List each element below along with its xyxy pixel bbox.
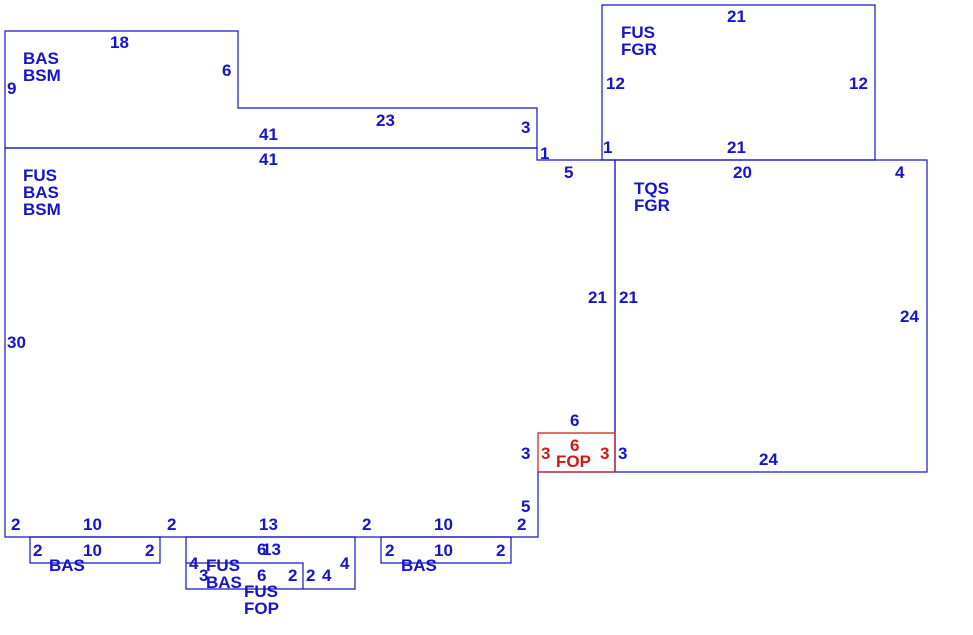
area-code: BAS [49,556,85,575]
fop-porch-outline [537,432,616,473]
dimension-label: 3 [521,118,530,137]
bottom-bump-outline [185,536,356,590]
dimension-label: 12 [849,74,868,93]
dimension-label: 4 [340,554,350,573]
area-code: FUS [206,556,240,575]
dimension-label: 2 [11,515,20,534]
dimension-label: 6 [257,540,266,559]
dimension-label: 12 [606,74,625,93]
tqs-fgr-outline [614,159,928,473]
dimension-label: 18 [110,33,129,52]
dimension-label: 1 [540,144,549,163]
main-area-outline [4,147,616,538]
dimension-label: 6 [570,436,579,455]
dimension-label: 20 [733,163,752,182]
area-code: FUS [23,166,57,185]
dimension-label: 5 [521,497,530,516]
dimension-label: 1 [603,138,612,157]
area-code: BAS [401,556,437,575]
area-code: BSM [23,66,61,85]
dimension-label: 3 [521,444,530,463]
dimension-label: 2 [517,515,526,534]
bottom-inner-outline [186,562,304,589]
dimension-label: 2 [33,541,42,560]
area-code: BAS [23,49,59,68]
area-code: BAS [23,183,59,202]
dimension-label: 23 [376,111,395,130]
area-code: FOP [244,599,279,618]
dimension-label: 6 [222,61,231,80]
dimension-label: 2 [306,566,315,585]
area-code: BSM [23,200,61,219]
dimension-label: 13 [259,515,278,534]
dimension-label: 3 [618,444,627,463]
dimension-label: 21 [619,288,638,307]
area-code: FGR [634,196,670,215]
dimension-label: 21 [727,7,746,26]
dimension-label: 30 [7,333,26,352]
dimension-label: 3 [199,566,208,585]
area-code: FOP [556,452,591,471]
area-code: BAS [206,573,242,592]
area-code: FUS [621,23,655,42]
dimension-label: 2 [362,515,371,534]
bas-right-outline [380,536,512,564]
dimension-label: 21 [588,288,607,307]
dimension-label: 10 [83,541,102,560]
dimension-label: 6 [570,411,579,430]
dimension-label: 3 [541,444,550,463]
area-code: TQS [634,179,669,198]
dimension-label: 4 [895,163,905,182]
dimension-label: 6 [257,566,266,585]
dimension-label: 2 [145,541,154,560]
dimension-label: 2 [167,515,176,534]
dimension-label: 4 [189,554,199,573]
dimension-label: 41 [259,150,278,169]
dimension-label: 2 [288,566,297,585]
dimension-label: 10 [83,515,102,534]
area-code: FGR [621,40,657,59]
dimension-label: 2 [496,541,505,560]
dimension-label: 10 [434,541,453,560]
dimension-label: 41 [259,125,278,144]
dimension-label: 9 [7,79,16,98]
dimension-label: 10 [434,515,453,534]
area-code: FUS [244,582,278,601]
dimension-label: 21 [727,138,746,157]
bas-left-outline [29,536,161,564]
dimension-label: 13 [262,540,281,559]
dimension-label: 3 [600,444,609,463]
dimension-label: 5 [564,163,573,182]
dimension-label: 4 [322,566,332,585]
dimension-label: 24 [900,307,919,326]
dimension-label: 2 [385,541,394,560]
dimension-label: 24 [759,450,778,469]
